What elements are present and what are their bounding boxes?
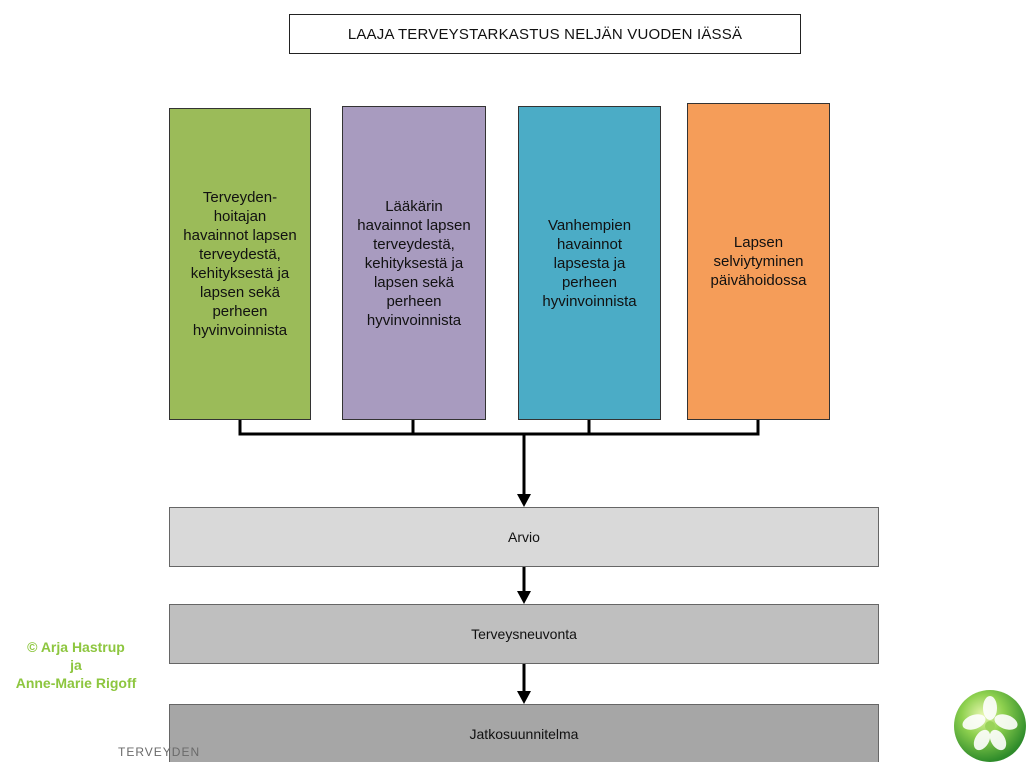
column-line: Lapsen — [733, 234, 784, 251]
column-line: Terveyden- — [202, 189, 278, 206]
column-line: havainnot lapsen — [357, 216, 471, 234]
arrowhead-3 — [517, 691, 531, 704]
column-line: kehityksestä ja — [364, 254, 464, 272]
green-sphere-leaf-logo-icon — [954, 690, 1026, 762]
column-daycare-coping: Lapsen selviytyminen päivähoidossa — [687, 103, 830, 420]
copyright-line: ja — [70, 657, 82, 673]
column-line: kehityksestä ja — [190, 265, 290, 282]
column-line: havainnot lapsen — [183, 227, 297, 244]
column-line: lapsesta ja — [553, 254, 626, 272]
column-line: perheen — [561, 273, 618, 291]
column-line: havainnot — [556, 235, 623, 253]
column-line: lapsen sekä — [199, 284, 281, 301]
column-line: hoitajan — [213, 208, 267, 225]
column-line: Lääkärin — [385, 197, 443, 215]
column-nurse-observations: Terveyden- hoitajan havainnot lapsen ter… — [169, 108, 311, 420]
column-line: selviytyminen — [713, 253, 804, 270]
arrowhead-2 — [517, 591, 531, 604]
column-line: lapsen sekä — [373, 273, 455, 291]
step-arvio: Arvio — [169, 507, 879, 567]
column-line: hyvinvoinnista — [542, 292, 637, 310]
column-line: terveydestä, — [199, 246, 281, 263]
column-parents-observations: Vanhempien havainnot lapsesta ja perheen… — [518, 106, 661, 420]
step-label: Arvio — [508, 529, 540, 545]
step-label: Terveysneuvonta — [471, 626, 577, 642]
column-text: Lääkärin havainnot lapsen terveydestä, k… — [357, 197, 470, 330]
column-line: hyvinvoinnista — [366, 311, 462, 329]
column-line: Vanhempien — [547, 216, 632, 234]
column-text: Lapsen selviytyminen päivähoidossa — [711, 233, 807, 290]
copyright-line: © Arja Hastrup — [27, 639, 125, 655]
column-doctor-observations: Lääkärin havainnot lapsen terveydestä, k… — [342, 106, 486, 420]
arrowhead-1 — [517, 494, 531, 507]
column-line: perheen — [386, 292, 442, 310]
step-terveysneuvonta: Terveysneuvonta — [169, 604, 879, 664]
step-jatkosuunnitelma: Jatkosuunnitelma — [169, 704, 879, 762]
brand-text: TERVEYDEN — [118, 745, 201, 759]
diagram-title: LAAJA TERVEYSTARKASTUS NELJÄN VUODEN IÄS… — [289, 14, 801, 54]
step-label: Jatkosuunnitelma — [469, 725, 579, 742]
column-line: terveydestä, — [373, 235, 455, 253]
column-text: Terveyden- hoitajan havainnot lapsen ter… — [183, 188, 296, 340]
column-line: perheen — [212, 303, 268, 320]
copyright-line: Anne-Marie Rigoff — [15, 675, 137, 691]
column-line: päivähoidossa — [710, 272, 807, 289]
column-text: Vanhempien havainnot lapsesta ja perheen… — [542, 216, 636, 311]
column-line: hyvinvoinnista — [192, 322, 288, 339]
copyright-notice: © Arja Hastrup ja Anne-Marie Rigoff — [0, 638, 152, 692]
